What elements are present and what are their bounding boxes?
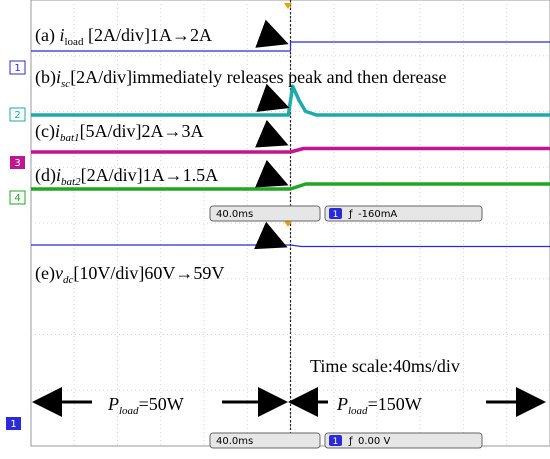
status-bottom-timebase: 40.0ms bbox=[216, 436, 253, 447]
channel-1-bottom-marker-label: 1 bbox=[10, 419, 16, 430]
annotation-b: (b)isc[2A/div]immediately releases peak … bbox=[35, 67, 447, 90]
trigger-edge-icon: ƒ bbox=[348, 209, 353, 220]
traces bbox=[31, 41, 550, 248]
channel-1-marker-label: 1 bbox=[14, 63, 20, 74]
status-bottom-trigger-channel: 1 bbox=[333, 437, 339, 447]
arrow-c bbox=[255, 119, 289, 148]
trace-i-load bbox=[31, 41, 550, 52]
channel-3-marker-label: 3 bbox=[14, 158, 20, 169]
status-top-trigger-channel: 1 bbox=[333, 210, 339, 220]
annotation-c: (c)ibat1[5A/div]2A→3A bbox=[35, 121, 204, 144]
trace-i-bat2 bbox=[31, 182, 550, 191]
annotation-a: (a) iload [2A/div]1A→2A bbox=[35, 25, 212, 48]
arrow-d bbox=[255, 159, 289, 188]
annotation-e: (e)vdc[10V/div]60V→59V bbox=[35, 263, 224, 286]
channel-1-marker: 1 bbox=[9, 60, 26, 75]
trace-i-bat1 bbox=[31, 146, 550, 154]
time-scale-label: Time scale:40ms/div bbox=[310, 356, 460, 376]
region-right-label: Pload=150W bbox=[336, 394, 422, 417]
channel-4-marker-label: 4 bbox=[14, 193, 20, 204]
channel-2-marker-label: 2 bbox=[14, 110, 20, 121]
arrow-e bbox=[253, 221, 288, 250]
trigger-edge-icon: ƒ bbox=[348, 436, 353, 447]
channel-1-bottom-marker: 1 bbox=[6, 417, 21, 430]
status-top-timebase: 40.0ms bbox=[216, 209, 253, 220]
status-bar-top: 40.0ms 1 ƒ -160mA bbox=[209, 205, 483, 222]
status-bar-bottom: 40.0ms 1 ƒ 0.00 V bbox=[209, 432, 483, 449]
channel-2-marker: 2 bbox=[9, 107, 26, 122]
trace-v-dc bbox=[31, 244, 550, 248]
region-left-label: Pload=50W bbox=[107, 394, 184, 417]
annotation-d: (d)ibat2[2A/div]1A→1.5A bbox=[35, 165, 218, 188]
trace-i-sc bbox=[31, 84, 550, 117]
arrow-b bbox=[256, 83, 290, 112]
trigger-marker-top bbox=[284, 3, 292, 9]
channel-4-marker: 4 bbox=[9, 190, 26, 205]
arrow-a bbox=[255, 19, 289, 48]
status-bottom-trigger-level: 0.00 V bbox=[358, 436, 390, 447]
status-top-trigger-level: -160mA bbox=[358, 209, 397, 220]
channel-3-marker: 3 bbox=[10, 156, 25, 169]
